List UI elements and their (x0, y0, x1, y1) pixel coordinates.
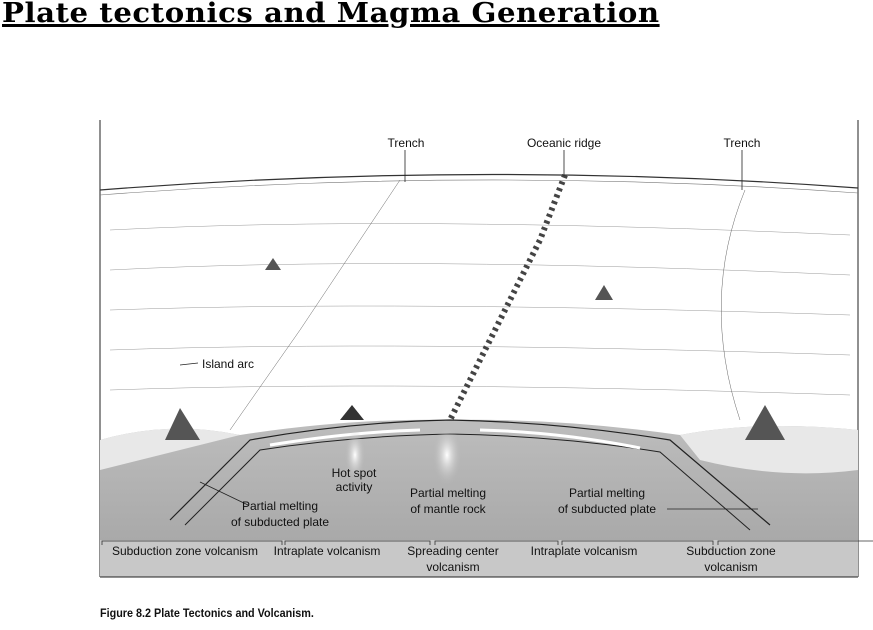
label-trench-left: Trench (388, 136, 425, 150)
sea-surface (99, 173, 859, 191)
label-partial-melting-subducted-right-2: of subducted plate (558, 502, 656, 516)
hot-spot-plume (345, 430, 365, 480)
label-hot-spot: Hot spot (332, 466, 377, 480)
label-partial-melting-subducted-left: Partial melting (242, 499, 318, 513)
lithosphere-plate (169, 419, 771, 526)
zone-label: Subduction zone (686, 544, 776, 558)
page-title: Plate tectonics and Magma Generation (2, 0, 660, 29)
zone-label: volcanism (704, 560, 757, 574)
zone-label: Subduction zone volcanism (112, 544, 258, 558)
mantle-plume (433, 425, 461, 485)
zone-label: volcanism (426, 560, 479, 574)
mantle (100, 419, 858, 540)
label-trench-right: Trench (724, 136, 761, 150)
zone-label: Intraplate volcanism (531, 544, 638, 558)
hot-spot-volcano-icon (340, 405, 364, 420)
label-oceanic-ridge: Oceanic ridge (527, 136, 601, 150)
label-partial-melting-mantle: Partial melting (410, 486, 486, 500)
island-arc-volcano-icon (165, 408, 200, 440)
zone-brackets (101, 540, 873, 545)
label-partial-melting-subducted-left-2: of subducted plate (231, 515, 329, 529)
label-partial-melting-mantle-2: of mantle rock (410, 502, 486, 516)
figure-caption: Figure 8.2 Plate Tectonics and Volcanism… (100, 606, 314, 620)
zone-strip (100, 540, 858, 577)
zone-label: Spreading center (407, 544, 498, 558)
seafloor-texture (109, 179, 851, 431)
label-island-arc: Island arc (202, 357, 254, 371)
label-partial-melting-subducted-right: Partial melting (569, 486, 645, 500)
label-hot-spot-2: activity (336, 480, 373, 494)
subduction-volcano-icon (745, 405, 785, 440)
zone-label: Intraplate volcanism (274, 544, 381, 558)
